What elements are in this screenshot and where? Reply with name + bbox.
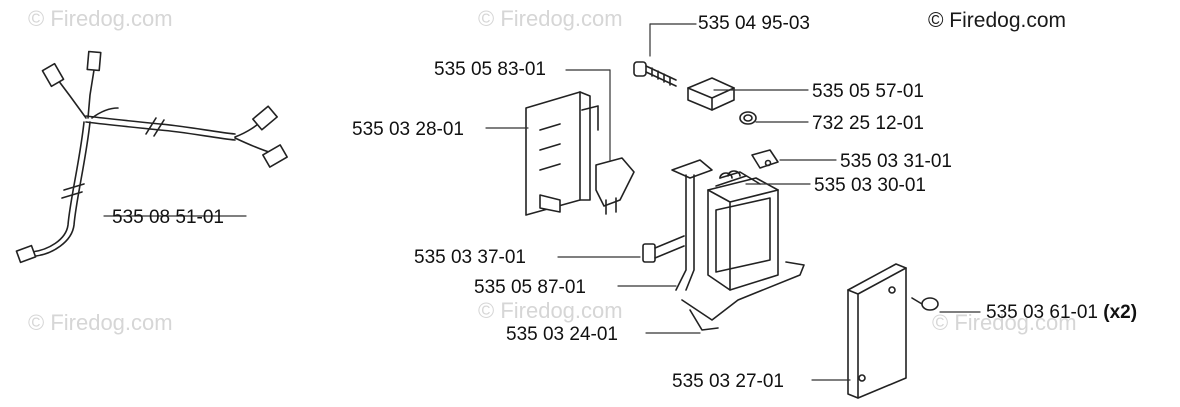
watermark: © Firedog.com (932, 310, 1077, 335)
screw-bracket-group (633, 61, 757, 125)
part-label-535-03-61-01: 535 03 61-01 (x2) (986, 302, 1138, 323)
part-label-535-05-83-01: 535 05 83-01 (434, 59, 546, 80)
part-label-535-03-30-01: 535 03 30-01 (814, 175, 926, 196)
part-label-535-05-87-01: 535 05 87-01 (474, 277, 586, 298)
copyright-notice: © Firedog.com (928, 9, 1067, 32)
part-label-535-05-57-01: 535 05 57-01 (812, 81, 924, 102)
part-label-535-08-51-01: 535 08 51-01 (112, 207, 224, 228)
quantity-note: (x2) (1103, 302, 1138, 323)
watermark: © Firedog.com (478, 6, 623, 31)
part-label-535-03-24-01: 535 03 24-01 (506, 324, 618, 345)
part-label-535-03-27-01: 535 03 27-01 (672, 371, 784, 392)
holder-bracket-drawing (642, 149, 805, 331)
watermark: © Firedog.com (28, 6, 173, 31)
wiring-harness-drawing (15, 50, 288, 264)
part-label-732-25-12-01: 732 25 12-01 (812, 113, 924, 134)
leader-lines (103, 23, 981, 381)
part-label-535-03-28-01: 535 03 28-01 (352, 119, 464, 140)
part-label-535-04-95-03: 535 04 95-03 (698, 13, 810, 34)
switch-plate-drawing (525, 91, 635, 216)
watermark: © Firedog.com (28, 310, 173, 335)
cover-plate-drawing (847, 263, 939, 399)
watermark: © Firedog.com (478, 298, 623, 323)
part-label-535-03-37-01: 535 03 37-01 (414, 247, 526, 268)
part-label-535-03-31-01: 535 03 31-01 (840, 151, 952, 172)
